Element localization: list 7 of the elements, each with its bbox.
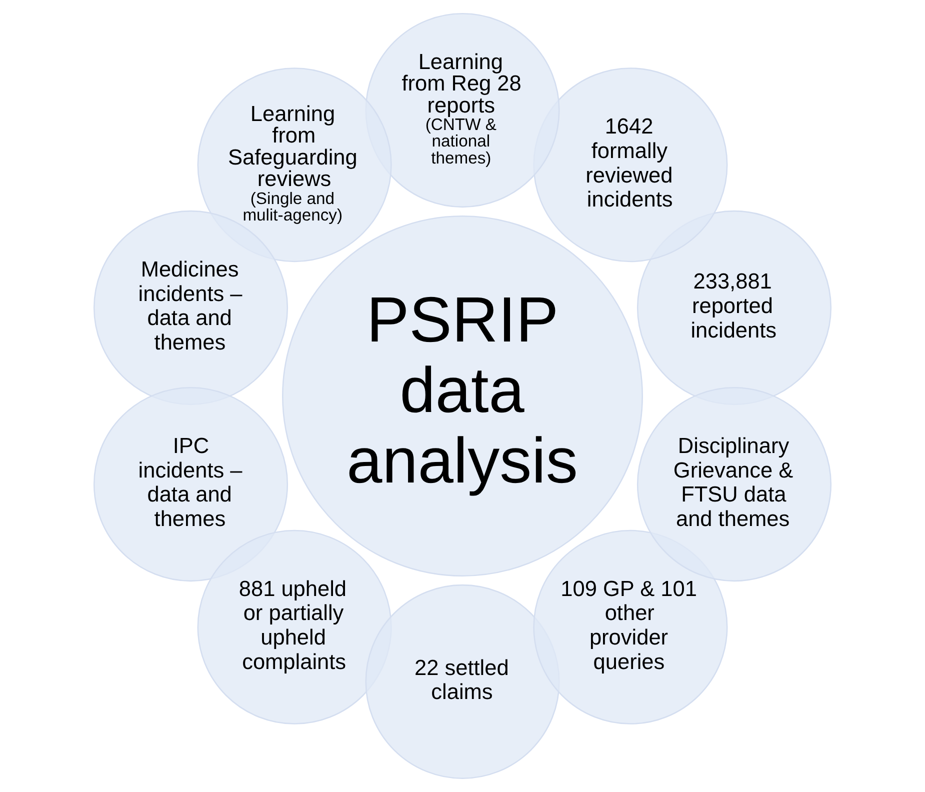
- node-circle: Learning from Reg 28 reports (CNTW & national themes): [365, 13, 560, 208]
- node-circle: 22 settled claims: [365, 584, 560, 779]
- node-circle: 109 GP & 101 other provider queries: [533, 530, 728, 724]
- node-circle: 1642 formally reviewed incidents: [533, 68, 728, 262]
- node-circle: Disciplinary Grievance & FTSU data and themes: [636, 387, 832, 582]
- node-circle: IPC incidents – data and themes: [93, 387, 288, 582]
- node-circle: 881 upheld or partially upheld complaints: [197, 530, 392, 724]
